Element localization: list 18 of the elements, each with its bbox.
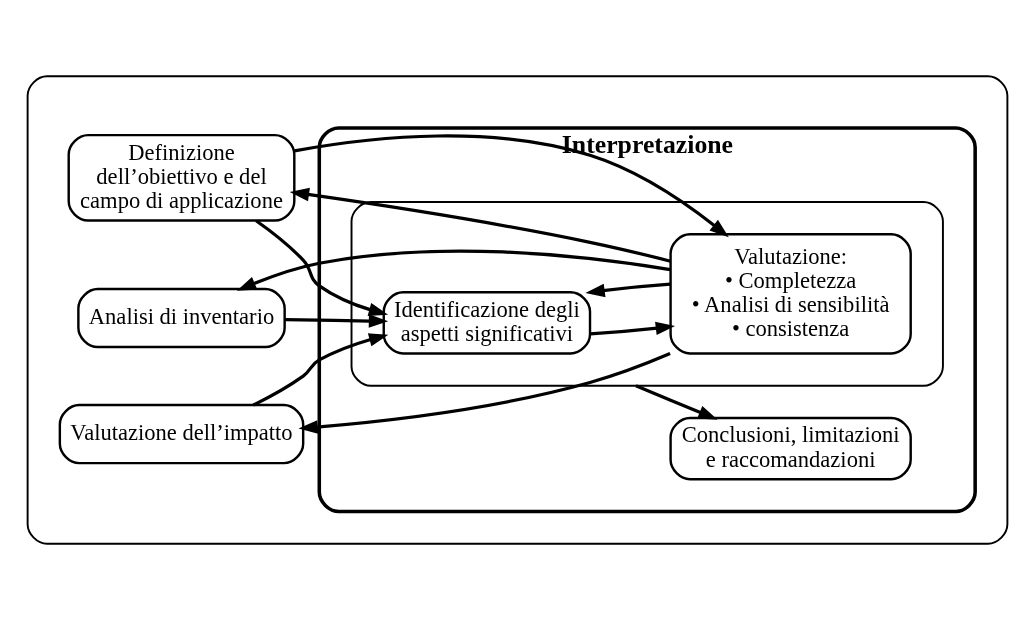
node-box: Valutazione dell’impatto bbox=[58, 403, 305, 465]
cluster bbox=[350, 201, 944, 387]
arrow bbox=[590, 321, 676, 336]
node-box: Valutazione: • Completezza • Analisi di sensibilità • consistenza bbox=[669, 233, 912, 355]
arrow bbox=[635, 384, 718, 420]
arrow bbox=[294, 134, 729, 238]
arrow bbox=[298, 352, 671, 434]
arrow bbox=[289, 187, 671, 263]
arrow bbox=[255, 219, 389, 317]
node-box: Conclusioni, limitazioni e raccomandazioni bbox=[669, 416, 912, 481]
node-box: Analisi di inventario bbox=[77, 287, 286, 349]
arrow bbox=[236, 249, 671, 291]
node-box: Definizione dell’obiettivo e del campo di applicazione bbox=[67, 133, 296, 222]
node-box: Identificazione degli aspetti significativi bbox=[382, 291, 592, 355]
arrow bbox=[284, 314, 389, 328]
cluster bbox=[26, 75, 1009, 545]
arrow bbox=[252, 333, 389, 407]
arrow bbox=[585, 282, 671, 298]
